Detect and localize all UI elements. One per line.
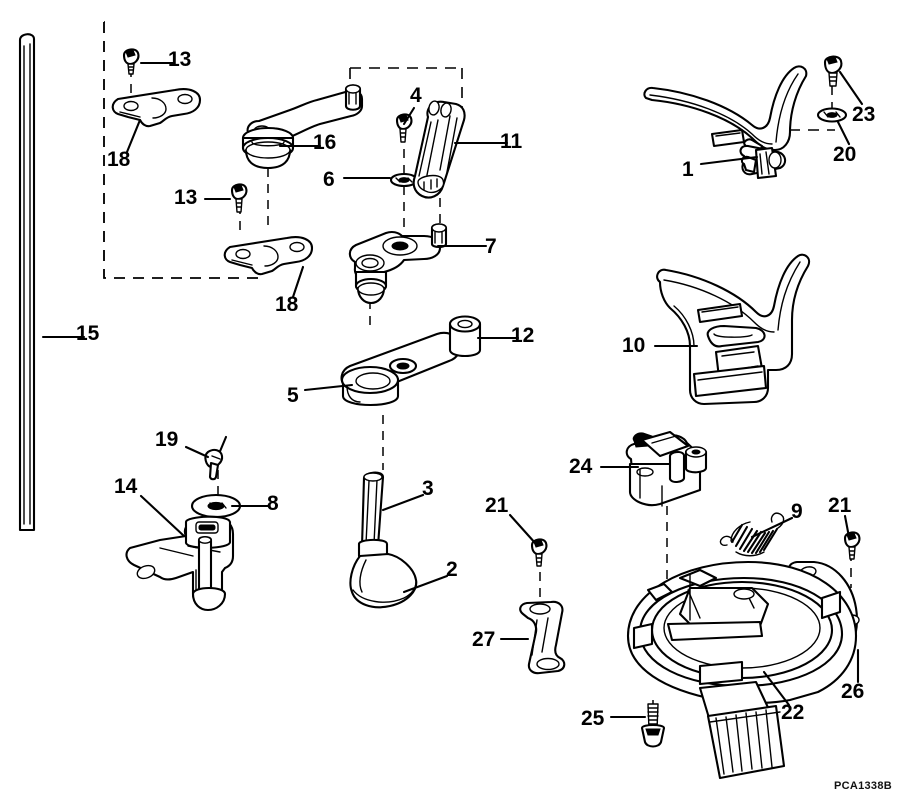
callout-c23: 23: [852, 103, 876, 126]
leader-line-2: [402, 574, 449, 594]
part-14-shift-bracket: [125, 515, 235, 612]
part-11-link-rod: [412, 100, 466, 199]
callout-c26: 26: [841, 680, 865, 703]
callout-leader-lines: [41, 61, 864, 719]
leader-line-23: [838, 70, 864, 106]
leader-line-19: [184, 445, 210, 459]
callout-c4: 4: [410, 84, 422, 107]
callout-c21b: 21: [828, 494, 852, 517]
part-21-screw-right: [843, 531, 861, 560]
callout-c14: 14: [114, 475, 138, 498]
callout-c7: 7: [485, 235, 497, 258]
callout-c12: 12: [511, 324, 535, 347]
part-13-screw-upper: [122, 48, 140, 75]
leader-line-18: [125, 118, 142, 154]
callout-c18: 18: [107, 148, 131, 171]
dashed-box-left-path: [103, 22, 258, 279]
callout-c18b: 18: [275, 293, 299, 316]
part-9-spring-coil: [719, 512, 785, 557]
part-3-2-shift-rod-foot: [349, 471, 418, 609]
leader-line-14: [139, 494, 186, 538]
part-18-clamp-plate-upper: [111, 88, 202, 128]
drawing-number-label: PCA1338B: [833, 780, 892, 792]
leader-line-9: [750, 516, 794, 539]
part-24-shift-switch-block: [625, 430, 708, 507]
part-15-shift-rod-long: [18, 33, 36, 532]
callout-c5: 5: [287, 384, 299, 407]
leader-line-22: [762, 670, 791, 707]
part-16-shift-crank-arm: [241, 84, 364, 170]
callout-c13b: 13: [174, 186, 198, 209]
callout-c25: 25: [581, 707, 605, 730]
part-4-screw-small: [395, 113, 413, 143]
leader-line-5: [303, 383, 354, 392]
callout-c6: 6: [323, 168, 335, 191]
part-27-link-connector: [519, 600, 566, 675]
part-23-screw-top: [823, 55, 843, 87]
part-7-shift-pivot-bracket: [348, 223, 448, 305]
leader-line-21: [843, 514, 851, 539]
part-20-washer-lock: [816, 107, 848, 123]
part-18-clamp-plate-lower: [223, 236, 314, 276]
callout-c8: 8: [267, 492, 279, 515]
callout-c15: 15: [76, 322, 100, 345]
leader-line-21: [508, 513, 538, 546]
callout-c19: 19: [155, 428, 179, 451]
callout-c16: 16: [313, 131, 337, 154]
part-19-cotter-pin: [204, 435, 228, 481]
callout-c22: 22: [781, 701, 805, 724]
callout-c9: 9: [791, 500, 803, 523]
callout-c2: 2: [446, 558, 458, 581]
callout-c21: 21: [485, 494, 509, 517]
callout-c10: 10: [622, 334, 646, 357]
callout-c24: 24: [569, 455, 593, 478]
callout-c20: 20: [833, 143, 857, 166]
callout-c27: 27: [472, 628, 496, 651]
leader-line-20: [836, 120, 851, 146]
part-25-screw-long: [640, 703, 666, 748]
leader-line-1: [699, 155, 759, 166]
part-13-screw-lower: [230, 183, 248, 213]
part-22-detent-ring-assembly: [626, 560, 858, 780]
leader-line-4: [402, 106, 416, 126]
part-1-shift-fork-upper: [643, 65, 808, 180]
callout-c3: 3: [422, 477, 434, 500]
leader-line-18: [291, 265, 305, 299]
part-5-12-shift-link-arm: [340, 315, 482, 406]
callout-c1: 1: [682, 158, 694, 181]
part-10-shift-fork-lower: [656, 253, 811, 406]
callout-c13: 13: [168, 48, 192, 71]
leader-line-3: [381, 493, 425, 512]
callout-c11: 11: [500, 130, 523, 153]
